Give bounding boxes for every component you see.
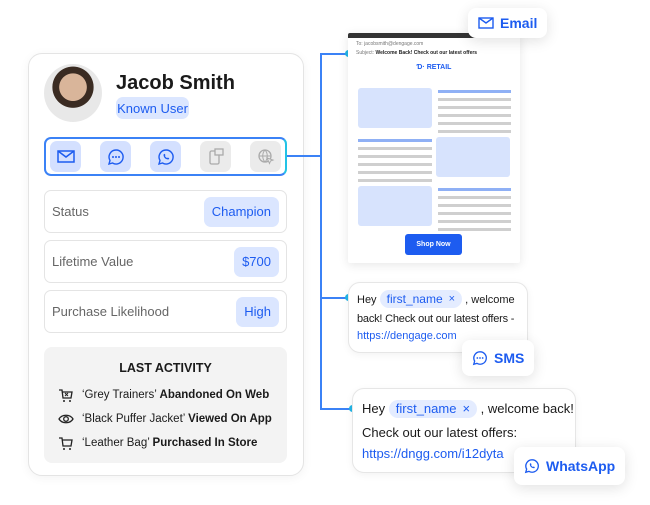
whatsapp-icon	[524, 459, 539, 474]
attribute-value: High	[236, 296, 279, 327]
channel-selector	[44, 137, 287, 176]
sms-icon	[107, 148, 124, 165]
sms-icon	[472, 351, 487, 366]
cart-illustration	[358, 88, 432, 128]
email-icon	[56, 150, 75, 163]
connector-line	[320, 297, 348, 299]
connector-line	[320, 53, 322, 409]
attribute-label: Lifetime Value	[52, 254, 134, 269]
attribute-lifetime-value: Lifetime Value $700	[44, 240, 287, 283]
whatsapp-tag: WhatsApp	[514, 447, 626, 485]
remove-icon: ×	[462, 401, 471, 416]
text-block	[358, 139, 432, 187]
brand-logo: Ɗ· RETAIL	[416, 64, 452, 71]
attribute-purchase-likelihood: Purchase Likelihood High	[44, 290, 287, 333]
activity-item: ‘Leather Bag’ Purchased In Store	[58, 436, 287, 450]
whatsapp-link[interactable]: https://dngg.com/i12dyta	[362, 446, 504, 461]
attribute-value: $700	[234, 246, 279, 277]
connector-line	[320, 408, 352, 410]
email-preview: To: jacobsmith@dengage.com Subject: Welc…	[348, 33, 520, 263]
email-icon	[478, 17, 494, 29]
connector-line	[320, 53, 348, 55]
activity-item: ‘Grey Trainers’ Abandoned On Web	[58, 388, 287, 402]
sms-tag: SMS	[462, 340, 535, 376]
activity-item-name: ‘Grey Trainers’	[82, 389, 157, 401]
customer-name: Jacob Smith	[116, 72, 235, 94]
text-block	[438, 188, 511, 236]
attribute-status: Status Champion	[44, 190, 287, 233]
activity-action: Abandoned On Web	[159, 389, 270, 401]
rank-illustration	[358, 186, 432, 226]
activity-action: Viewed On App	[188, 413, 272, 425]
last-activity-title: LAST ACTIVITY	[119, 361, 212, 375]
cart-abandoned-icon	[59, 388, 73, 402]
attribute-value: Champion	[203, 196, 279, 227]
email-to: To: jacobsmith@dengage.com	[356, 41, 424, 47]
known-user-badge: Known User	[116, 97, 189, 119]
app-push-icon	[208, 147, 224, 165]
cart-icon	[59, 436, 73, 450]
payment-illustration	[436, 137, 510, 177]
attribute-label: Purchase Likelihood	[52, 304, 170, 319]
channel-app-push[interactable]	[200, 141, 231, 172]
eye-icon	[58, 414, 74, 424]
activity-item-name: ‘Black Puffer Jacket’	[82, 413, 185, 425]
activity-item-name: ‘Leather Bag’	[82, 437, 150, 449]
channel-sms[interactable]	[100, 141, 131, 172]
channel-web-push[interactable]	[250, 141, 281, 172]
attribute-label: Status	[52, 204, 89, 219]
activity-item: ‘Black Puffer Jacket’ Viewed On App	[58, 412, 287, 426]
shop-now-button[interactable]: Shop Now	[405, 234, 462, 255]
connector-line	[287, 155, 320, 157]
email-subject: Subject: Welcome Back! Check out our lat…	[356, 50, 478, 56]
avatar	[44, 64, 102, 122]
sms-link[interactable]: https://dengage.com	[357, 330, 457, 342]
first-name-chip[interactable]: first_name×	[388, 400, 478, 418]
channel-email[interactable]	[50, 141, 81, 172]
activity-action: Purchased In Store	[152, 437, 258, 449]
channel-whatsapp[interactable]	[150, 141, 181, 172]
text-block	[438, 90, 511, 138]
whatsapp-icon	[157, 148, 174, 165]
first-name-chip[interactable]: first_name×	[379, 290, 463, 308]
remove-icon: ×	[448, 293, 456, 305]
email-tag: Email	[468, 8, 548, 38]
last-activity-panel: LAST ACTIVITY ‘Grey Trainers’ Abandoned …	[44, 347, 287, 463]
web-push-icon	[257, 148, 274, 165]
